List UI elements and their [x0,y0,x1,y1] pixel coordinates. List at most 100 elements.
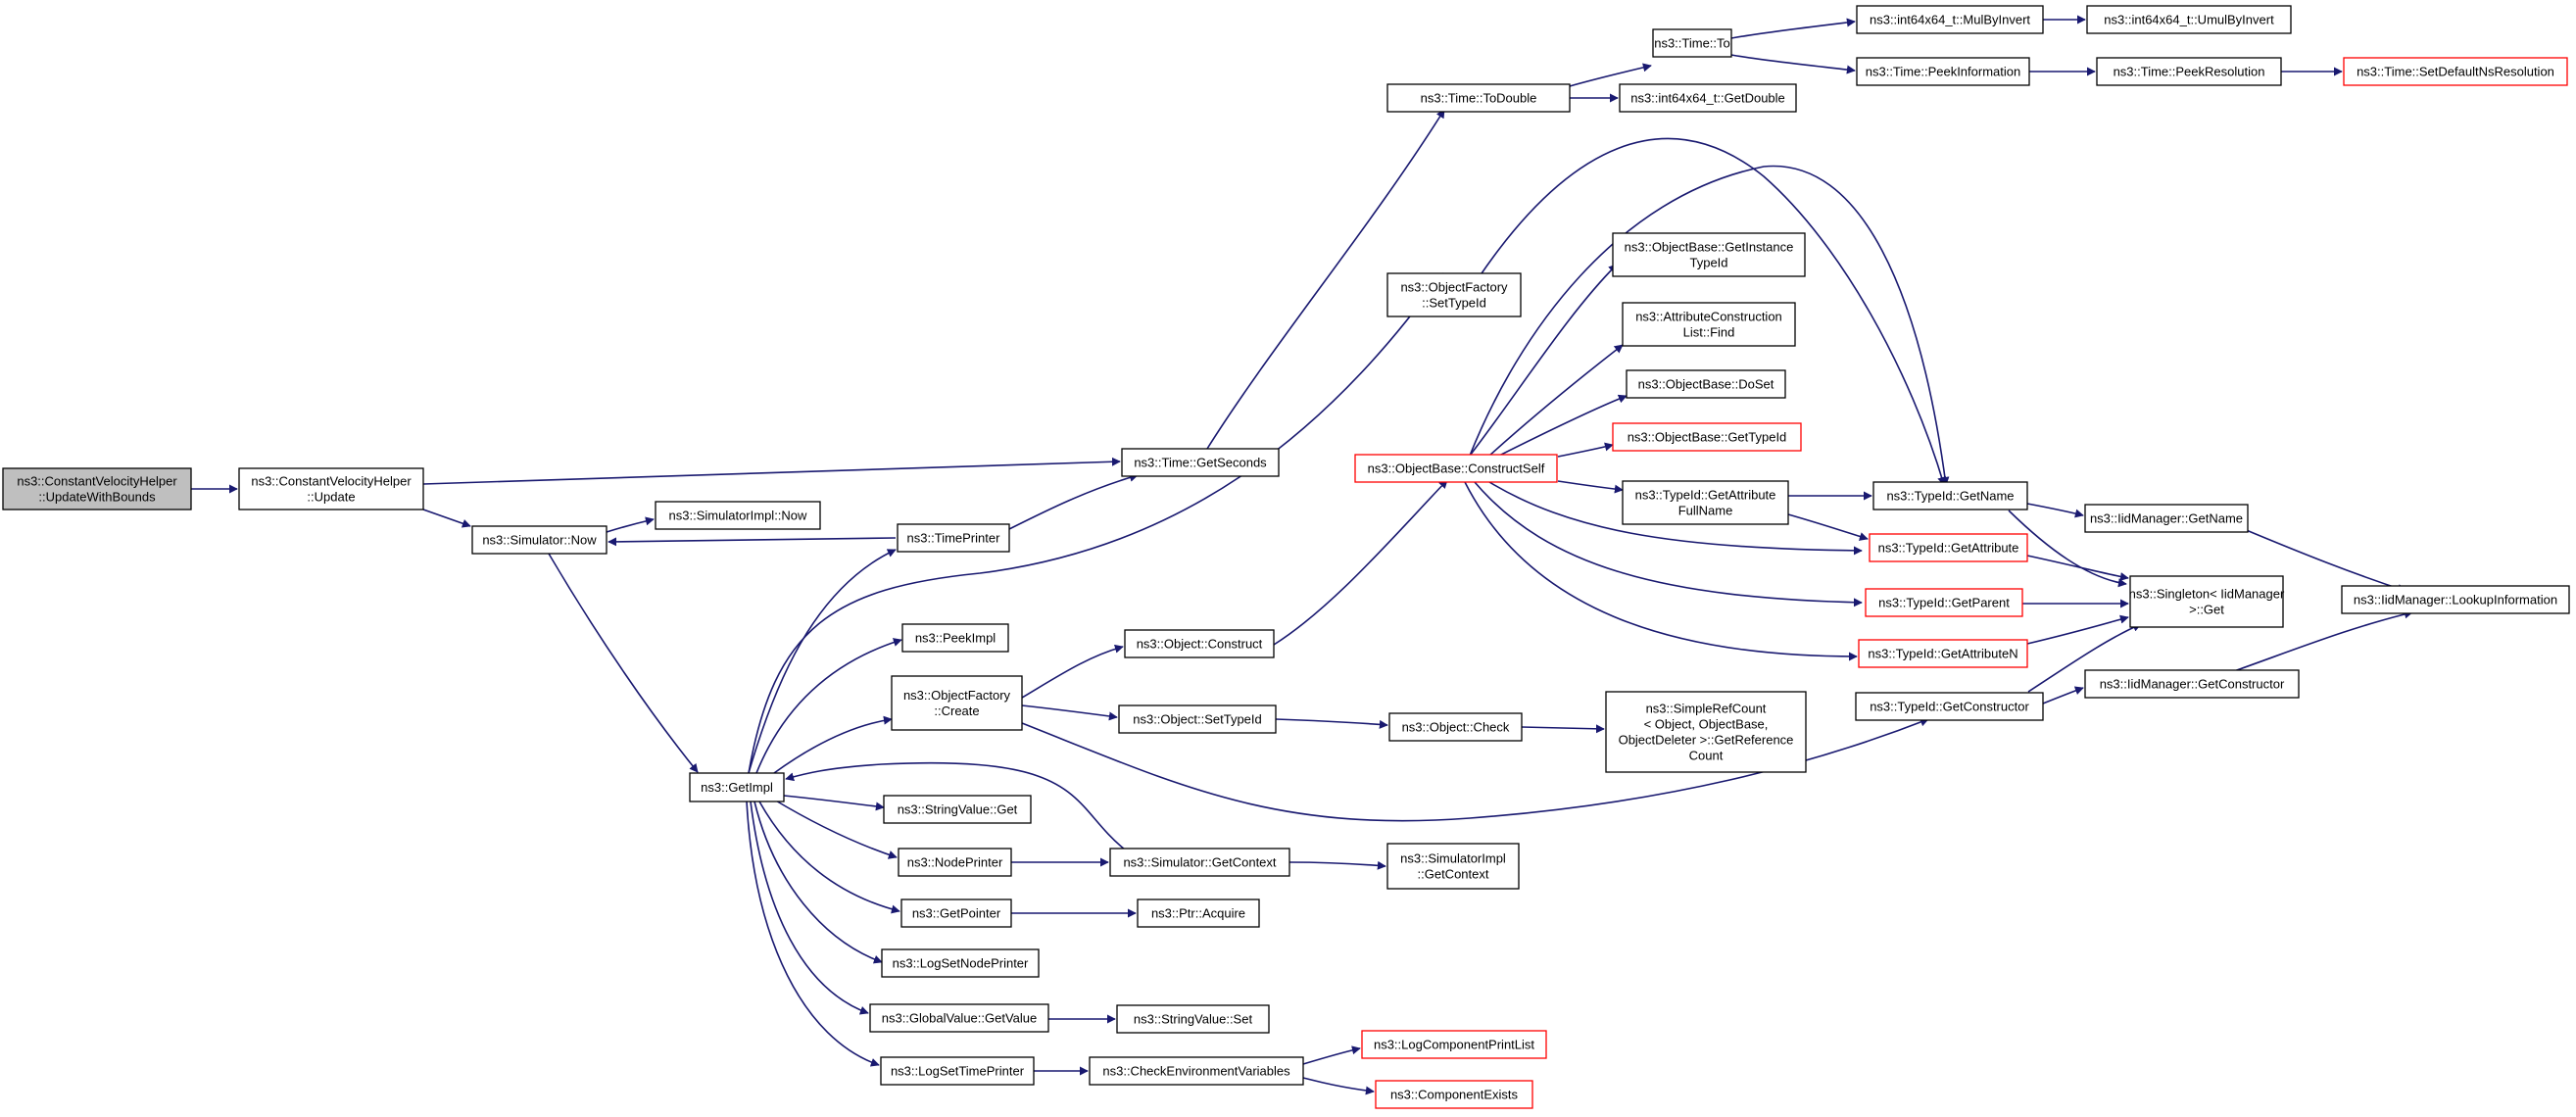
node-box[interactable] [1612,422,1802,452]
node-box[interactable] [2341,585,2570,614]
node-box[interactable] [1869,533,2028,562]
node-box[interactable] [1137,898,1260,928]
call-graph-node[interactable]: ns3::TypeId::GetName [1872,481,2028,510]
node-box[interactable] [1865,588,2023,617]
call-graph-node[interactable]: ns3::TypeId::GetConstructor [1855,692,2044,721]
node-box[interactable] [898,848,1012,877]
node-box[interactable] [238,467,424,510]
call-graph-node[interactable]: ns3::StringValue::Get [883,795,1032,824]
call-graph-node[interactable]: ns3::LogComponentPrintList [1361,1030,1547,1059]
node-box[interactable] [1375,1080,1533,1109]
node-box[interactable] [881,948,1040,978]
call-graph-node[interactable]: ns3::TypeId::GetParent [1865,588,2023,617]
call-graph-node[interactable]: ns3::SimulatorImpl::GetContext [1386,843,1520,890]
call-graph-node[interactable]: ns3::Singleton< IidManager >::Get [2129,575,2285,628]
call-graph-node[interactable]: ns3::Object::SetTypeId [1118,704,1277,734]
node-box[interactable] [1622,480,1789,525]
node-box[interactable] [1118,704,1277,734]
node-box[interactable] [1386,843,1520,890]
node-box[interactable] [891,675,1023,731]
node-box[interactable] [1856,5,2044,34]
node-box[interactable] [1121,448,1280,477]
call-graph-node[interactable]: ns3::LogSetTimePrinter [880,1056,1035,1086]
node-box[interactable] [883,795,1032,824]
call-graph-node[interactable]: ns3::Time::To [1652,28,1732,58]
call-graph-node[interactable]: ns3::Time::SetDefaultNsResolution [2343,57,2568,86]
node-box[interactable] [1605,691,1807,773]
call-graph-node[interactable]: ns3::ObjectBase::ConstructSelf [1354,454,1558,483]
node-box[interactable] [689,772,785,802]
call-graph-node[interactable]: ns3::Simulator::GetContext [1109,848,1290,877]
node-box[interactable] [1626,369,1786,399]
call-graph-node[interactable]: ns3::ObjectFactory::SetTypeId [1386,272,1522,317]
node-box[interactable] [1361,1030,1547,1059]
call-graph-node[interactable]: ns3::TypeId::GetAttributeN [1858,639,2028,668]
node-box[interactable] [1855,692,2044,721]
call-graph-node[interactable]: ns3::TypeId::GetAttribute [1869,533,2028,562]
call-graph-node[interactable]: ns3::GlobalValue::GetValue [869,1003,1049,1033]
call-graph-node[interactable]: ns3::Time::GetSeconds [1121,448,1280,477]
call-graph-node[interactable]: ns3::ConstantVelocityHelper::UpdateWithB… [2,467,192,510]
node-box[interactable] [1386,83,1571,113]
node-box[interactable] [1856,57,2030,86]
call-graph-node[interactable]: ns3::GetImpl [689,772,785,802]
call-graph-node[interactable]: ns3::int64x64_t::MulByInvert [1856,5,2044,34]
call-graph-node[interactable]: ns3::TimePrinter [897,523,1010,553]
node-box[interactable] [1652,28,1732,58]
call-graph-node[interactable]: ns3::ObjectBase::DoSet [1626,369,1786,399]
node-box[interactable] [1622,302,1796,347]
call-graph-node[interactable]: ns3::int64x64_t::GetDouble [1619,83,1797,113]
node-box[interactable] [1872,481,2028,510]
call-graph-node[interactable]: ns3::ObjectFactory::Create [891,675,1023,731]
node-box[interactable] [471,525,608,555]
call-graph-node[interactable]: ns3::GetPointer [900,898,1012,928]
call-graph-node[interactable]: ns3::Time::PeekInformation [1856,57,2030,86]
node-box[interactable] [880,1056,1035,1086]
call-graph-node[interactable]: ns3::SimulatorImpl::Now [655,501,821,530]
call-graph-node[interactable]: ns3::IidManager::GetName [2084,504,2249,533]
node-box[interactable] [1354,454,1558,483]
node-box[interactable] [1109,848,1290,877]
node-box[interactable] [2084,504,2249,533]
node-box[interactable] [900,898,1012,928]
call-graph-node[interactable]: ns3::Object::Construct [1124,629,1275,658]
node-box[interactable] [1089,1056,1304,1086]
node-box[interactable] [655,501,821,530]
node-box[interactable] [1388,712,1523,742]
node-box[interactable] [1619,83,1797,113]
call-graph-node[interactable]: ns3::int64x64_t::UmulByInvert [2086,5,2292,34]
call-graph-node[interactable]: ns3::LogSetNodePrinter [881,948,1040,978]
node-box[interactable] [869,1003,1049,1033]
call-graph-node[interactable]: ns3::Time::PeekResolution [2096,57,2282,86]
call-graph-node[interactable]: ns3::SimpleRefCount< Object, ObjectBase,… [1605,691,1807,773]
node-box[interactable] [1116,1004,1270,1034]
call-graph-node[interactable]: ns3::StringValue::Set [1116,1004,1270,1034]
node-box[interactable] [2084,669,2300,699]
call-graph-node[interactable]: ns3::Ptr::Acquire [1137,898,1260,928]
node-box[interactable] [897,523,1010,553]
call-graph-node[interactable]: ns3::NodePrinter [898,848,1012,877]
node-box[interactable] [901,623,1009,653]
call-graph-node[interactable]: ns3::IidManager::GetConstructor [2084,669,2300,699]
node-box[interactable] [2086,5,2292,34]
call-graph-node[interactable]: ns3::IidManager::LookupInformation [2341,585,2570,614]
call-graph-node[interactable]: ns3::ComponentExists [1375,1080,1533,1109]
node-box[interactable] [1386,272,1522,317]
call-graph-node[interactable]: ns3::ConstantVelocityHelper::Update [238,467,424,510]
call-graph-node[interactable]: ns3::ObjectBase::GetTypeId [1612,422,1802,452]
call-graph-node[interactable]: ns3::Time::ToDouble [1386,83,1571,113]
node-box[interactable] [1858,639,2028,668]
call-graph-node[interactable]: ns3::Object::Check [1388,712,1523,742]
call-graph-node[interactable]: ns3::PeekImpl [901,623,1009,653]
call-graph-node[interactable]: ns3::Simulator::Now [471,525,608,555]
node-box[interactable] [2096,57,2282,86]
call-graph-node[interactable]: ns3::CheckEnvironmentVariables [1089,1056,1304,1086]
node-box[interactable] [2343,57,2568,86]
node-box[interactable] [2129,575,2284,628]
node-box[interactable] [2,467,192,510]
node-box[interactable] [1124,629,1275,658]
node-box[interactable] [1612,232,1806,277]
